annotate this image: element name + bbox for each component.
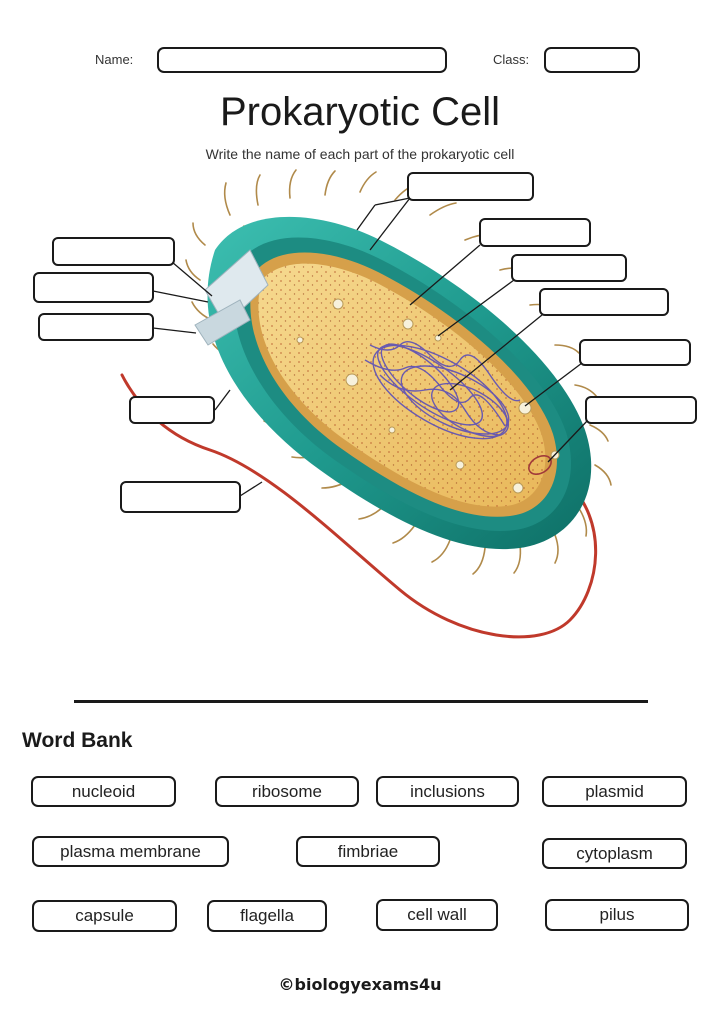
word-chip-cytoplasm[interactable]: cytoplasm: [542, 838, 687, 869]
label-blank-2[interactable]: [479, 218, 591, 247]
label-blank-7[interactable]: [52, 237, 175, 266]
word-chip-ribosome[interactable]: ribosome: [215, 776, 359, 807]
prokaryotic-cell-diagram: [120, 169, 612, 639]
label-blank-4[interactable]: [539, 288, 669, 316]
word-chip-capsule[interactable]: capsule: [32, 900, 177, 932]
flagellum: [120, 373, 598, 639]
label-blank-5[interactable]: [579, 339, 691, 366]
label-blank-1[interactable]: [407, 172, 534, 201]
label-blank-8[interactable]: [33, 272, 154, 303]
section-divider: [74, 700, 648, 703]
word-bank-title: Word Bank: [22, 729, 133, 752]
word-chip-plasma-membrane[interactable]: plasma membrane: [32, 836, 229, 867]
word-chip-inclusions[interactable]: inclusions: [376, 776, 519, 807]
page-title: Prokaryotic Cell: [219, 90, 501, 134]
label-blank-9[interactable]: [38, 313, 154, 341]
copyright-footer: ©biologyexams4u: [278, 975, 442, 994]
class-label: Class:: [493, 52, 530, 67]
name-field[interactable]: [157, 47, 447, 73]
word-chip-cell-wall[interactable]: cell wall: [376, 899, 498, 931]
name-label: Name:: [95, 52, 134, 67]
page-subtitle: Write the name of each part of the proka…: [205, 146, 515, 162]
ribosome-dots: [296, 298, 560, 494]
label-blank-3[interactable]: [511, 254, 627, 282]
class-field[interactable]: [544, 47, 640, 73]
word-chip-plasmid[interactable]: plasmid: [542, 776, 687, 807]
word-chip-fimbriae[interactable]: fimbriae: [296, 836, 440, 867]
word-chip-flagella[interactable]: flagella: [207, 900, 327, 932]
label-blank-10[interactable]: [129, 396, 215, 424]
word-chip-nucleoid[interactable]: nucleoid: [31, 776, 176, 807]
leader-lines: [152, 197, 589, 497]
word-chip-pilus[interactable]: pilus: [545, 899, 689, 931]
label-blank-11[interactable]: [120, 481, 241, 513]
label-blank-6[interactable]: [585, 396, 697, 424]
